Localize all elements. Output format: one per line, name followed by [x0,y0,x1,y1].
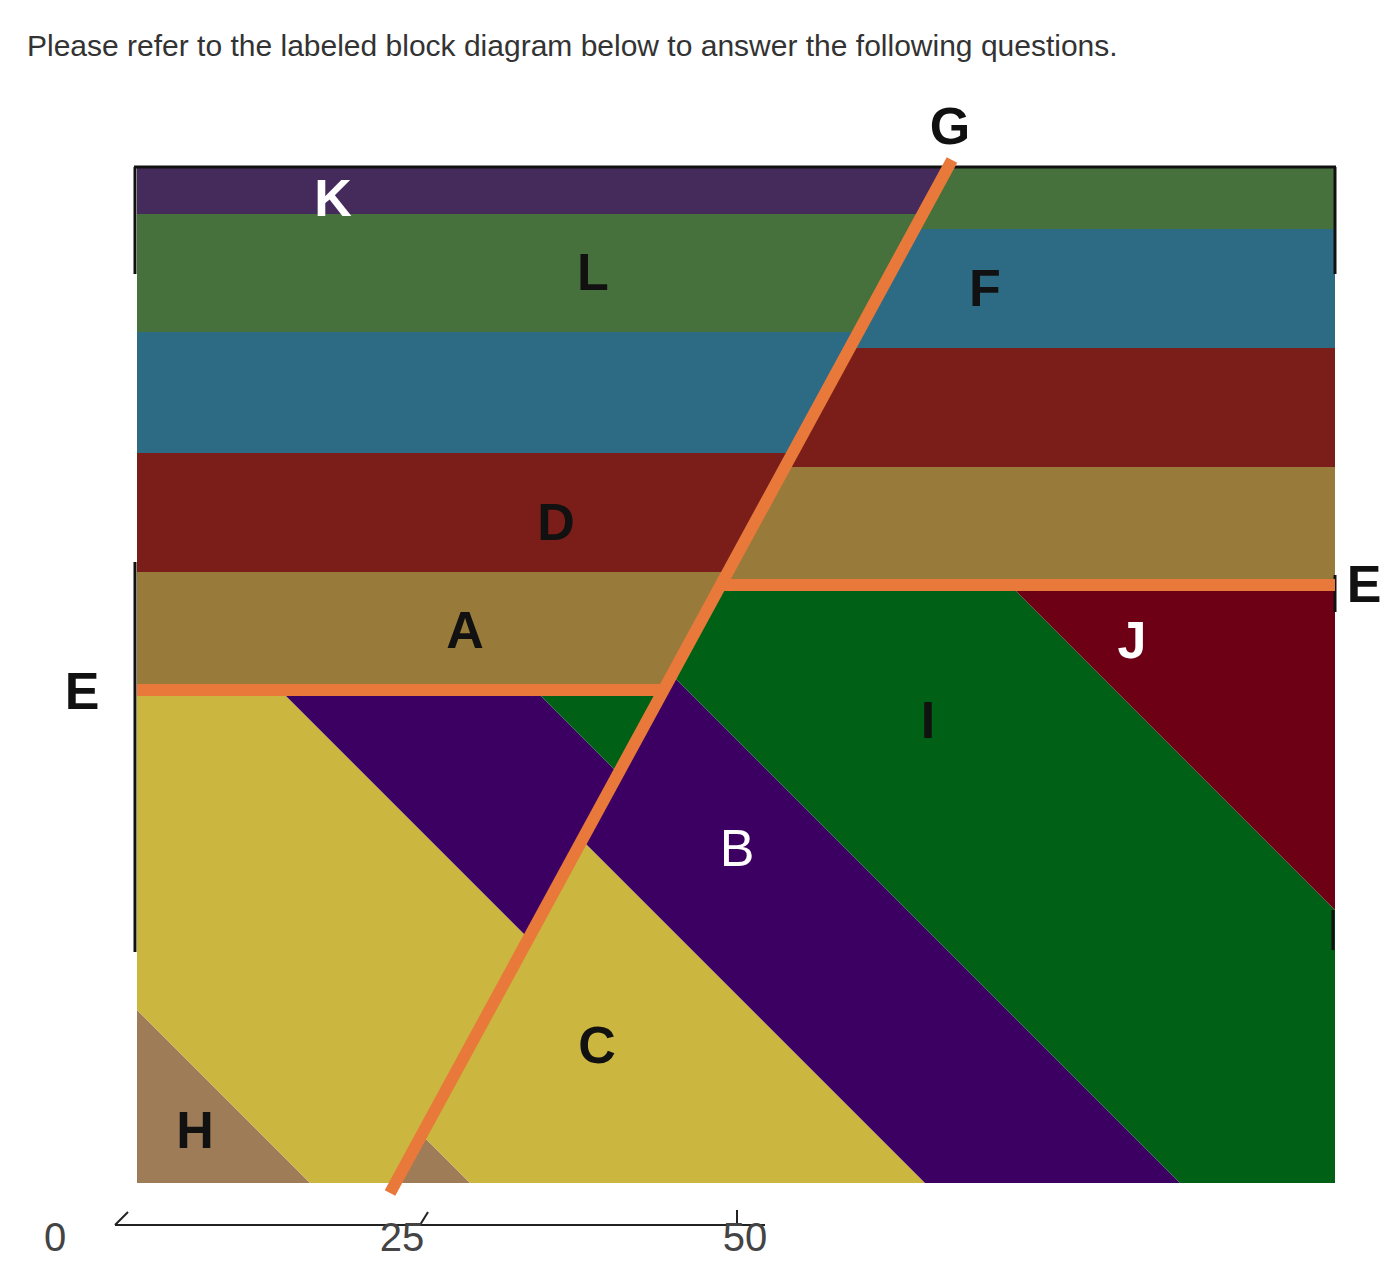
scale-number: 50 [723,1217,768,1257]
scale-number: 0 [44,1217,66,1257]
unit-label: H [176,1104,214,1156]
unit-label: F [969,262,1001,314]
right-block [0,167,1388,1183]
unit-label: A [446,604,484,656]
scale-bar [115,1210,765,1225]
unit-label: K [314,172,352,224]
heading: Please refer to the labeled block diagra… [27,31,1118,61]
unit-label: B [720,822,755,874]
unit-label: L [577,246,609,298]
unit-label: D [537,496,575,548]
fault-and-unconformities [137,160,1335,1193]
left-block [0,167,1388,1183]
unit-label: E [1347,558,1382,610]
unit-label: I [921,694,935,746]
scale-number: 25 [380,1217,425,1257]
unit-label: G [930,100,970,152]
unit-label: C [578,1019,616,1071]
unit-label: J [1118,614,1147,666]
unit-label: E [65,665,100,717]
